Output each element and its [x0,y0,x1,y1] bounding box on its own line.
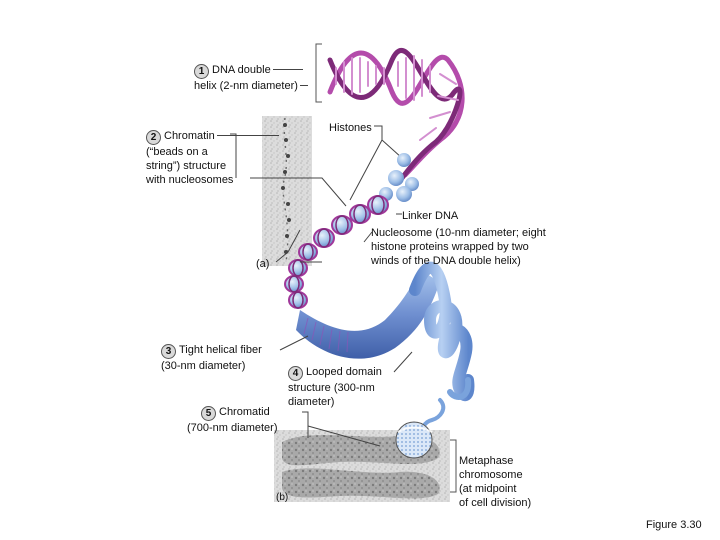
step-1-number: 1 [194,64,209,79]
step-2-number: 2 [146,130,161,145]
metaphase-bracket [450,439,457,493]
step-3-number: 3 [161,344,176,359]
nucleosome-line1: Nucleosome (10-nm diameter; eight [371,227,546,239]
step-2-line4: with nucleosomes [146,174,234,186]
nucleosome-string [284,195,389,309]
nucleosome-line3: winds of the DNA double helix) [371,255,521,267]
panel-b-label: (b) [276,492,289,503]
magnification-circle [395,421,433,459]
step-2-line1: Chromatin [164,130,215,142]
dna-helix-bracket [315,43,322,103]
nucleosome-pointers [363,213,402,243]
linker-dna-label: Linker DNA [402,210,459,222]
step-4-number: 4 [288,366,303,381]
step-2-line2: (“beads on a [146,146,208,158]
step-4-line2: structure (300-nm [288,382,375,394]
panel-a-label: (a) [256,258,270,270]
histones-pointers [349,125,403,201]
step-2-line3: string”) structure [146,160,227,172]
tight-helical-fiber [296,270,440,359]
looped-pointer [393,351,413,373]
metaphase-line1: Metaphase [459,455,514,467]
nucleosome-label: Nucleosome (10-nm diameter; eight histon… [371,226,546,268]
figure-label: Figure 3.30 [646,519,702,531]
nucleosome-line2: histone proteins wrapped by two [371,241,529,253]
step-3-line1: Tight helical fiber [179,344,262,356]
metaphase-label: Metaphase chromosome (at midpoint of cel… [459,454,531,510]
step-1-subtitle: helix (2-nm diameter) [194,80,298,92]
metaphase-line3: (at midpoint [459,483,517,495]
dna-double-helix [327,48,465,181]
step-4-line3: diameter) [288,396,335,408]
metaphase-line2: chromosome [459,469,523,481]
fiber-pointer [279,335,309,351]
beads-on-string-micrograph [262,116,312,266]
step-5-line1: Chromatid [219,406,270,418]
histones-label: Histones [329,122,372,134]
chromatid-pointer [302,411,381,447]
step-1-title: DNA double [212,64,271,76]
step-5-number: 5 [201,406,216,421]
step-5-line2: (700-nm diameter) [187,422,278,434]
metaphase-line4: of cell division) [459,497,532,509]
step-3-line2: (30-nm diameter) [161,360,246,372]
chromatin-pointers [230,133,347,263]
step-4-line1: Looped domain [306,366,382,378]
histone-beads [379,153,419,202]
